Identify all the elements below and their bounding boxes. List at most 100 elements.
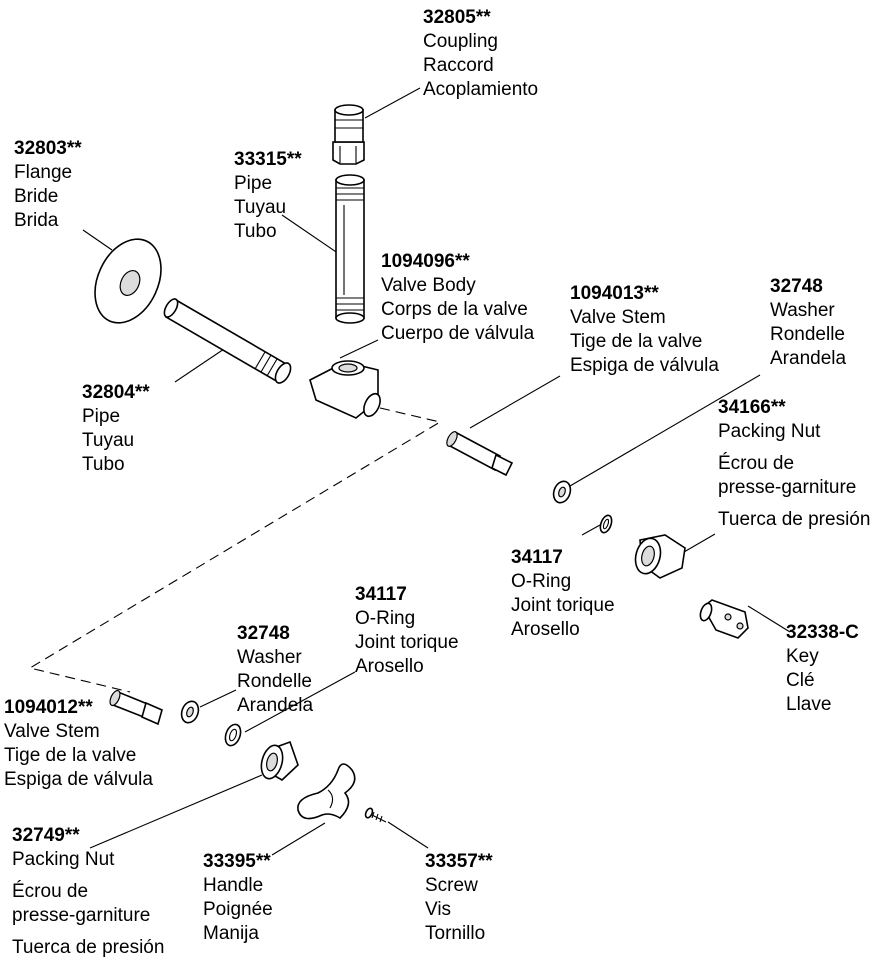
part-name-fr: Joint torique	[355, 632, 459, 653]
label-valve-body: 1094096** Valve Body Corps de la valve C…	[381, 250, 534, 346]
part-number: 34117	[511, 547, 563, 568]
label-oring-right: 34117 O-Ring Joint torique Arosello	[511, 546, 615, 642]
part-name-es: Tubo	[82, 454, 125, 475]
part-name-es: Manija	[203, 923, 259, 944]
part-number: 34117	[355, 584, 407, 605]
part-name-en: Pipe	[82, 406, 121, 427]
part-name-fr: Écrou de	[718, 453, 795, 474]
part-name-fr: Rondelle	[237, 671, 312, 692]
part-name-es: Acoplamiento	[423, 79, 539, 100]
part-name-es: Espiga de válvula	[4, 769, 153, 790]
part-name-fr: Tige de la valve	[4, 745, 137, 766]
part-name-es: Arandela	[237, 695, 314, 716]
part-name-en: Valve Body	[381, 275, 476, 296]
part-name-fr: Tuyau	[82, 430, 135, 451]
label-packing-nut-left: 32749** Packing Nut Écrou de presse-garn…	[12, 824, 164, 960]
label-handle: 33395** Handle Poignée Manija	[203, 850, 273, 946]
part-name-es: Brida	[14, 210, 59, 231]
part-name-en: Packing Nut	[12, 849, 115, 870]
part-name-fr: Bride	[14, 186, 59, 207]
leader-screw	[387, 821, 429, 849]
packing-nut-left-part	[260, 740, 299, 781]
label-packing-nut-right: 34166** Packing Nut Écrou de presse-garn…	[718, 396, 870, 532]
part-name-en: Washer	[770, 300, 835, 321]
label-oring-left: 34117 O-Ring Joint torique Arosello	[355, 583, 459, 679]
part-name-fr-cont: presse-garniture	[12, 905, 151, 926]
part-name-fr: Poignée	[203, 899, 273, 920]
part-number: 32338-C	[786, 622, 859, 643]
part-name-es: Espiga de válvula	[570, 355, 719, 376]
part-name-es: Cuerpo de válvula	[381, 323, 535, 344]
label-valve-stem-right: 1094013** Valve Stem Tige de la valve Es…	[570, 282, 719, 378]
leader-valve-stem-right	[469, 375, 561, 429]
part-name-en: Handle	[203, 875, 264, 896]
part-name-en: Packing Nut	[718, 421, 821, 442]
part-name-es: Tubo	[234, 221, 277, 242]
part-name-en: Washer	[237, 647, 302, 668]
key-part	[699, 599, 749, 639]
part-name-fr: Joint torique	[511, 595, 615, 616]
leader-pipe-vertical	[281, 214, 346, 259]
leader-handle	[271, 822, 326, 856]
part-name-en: O-Ring	[355, 608, 416, 629]
part-name-es: Llave	[786, 694, 832, 715]
part-name-fr: Tuyau	[234, 197, 287, 218]
part-name-es: Tornillo	[425, 923, 486, 944]
part-name-fr: Vis	[425, 899, 452, 920]
part-name-en: Screw	[425, 875, 478, 896]
coupling-part	[332, 104, 365, 165]
leader-washer-left	[199, 689, 237, 708]
label-key: 32338-C Key Clé Llave	[786, 621, 859, 717]
part-number: 32748	[237, 623, 290, 644]
leader-oring-right	[581, 524, 601, 536]
valve-stem-left-part	[109, 689, 163, 726]
part-number: 1094013**	[570, 283, 659, 304]
oring-right-part	[599, 514, 613, 534]
label-screw: 33357** Screw Vis Tornillo	[425, 850, 493, 946]
leader-valve-body	[339, 339, 379, 359]
part-name-es: Arandela	[770, 348, 847, 369]
leader-key	[747, 605, 791, 633]
leader-oring-left	[244, 671, 356, 733]
valve-body-part	[309, 360, 381, 419]
leader-packing-nut-left	[89, 774, 263, 849]
part-name-en: Valve Stem	[570, 307, 666, 328]
part-name-fr: Clé	[786, 670, 815, 691]
part-name-en: Coupling	[423, 31, 498, 52]
part-name-fr-cont: presse-garniture	[718, 477, 857, 498]
valve-stem-right-part	[446, 430, 514, 477]
part-number: 33357**	[425, 851, 493, 872]
part-name-es: Arosello	[511, 619, 580, 640]
label-coupling: 32805** Coupling Raccord Acoplamiento	[423, 6, 538, 102]
part-number: 32803**	[14, 138, 82, 159]
part-name-fr: Raccord	[423, 55, 494, 76]
part-number: 1094096**	[381, 251, 470, 272]
part-number: 32805**	[423, 7, 491, 28]
packing-nut-right-part	[634, 534, 686, 579]
washer-right-part	[552, 480, 572, 504]
part-name-es: Tuerca de presión	[12, 937, 165, 958]
part-name-en: Flange	[14, 162, 73, 183]
leader-packing-nut-right	[683, 533, 716, 553]
label-pipe-vertical: 33315** Pipe Tuyau Tubo	[234, 148, 302, 244]
pipe-horizontal-part	[163, 298, 292, 384]
part-name-es: Arosello	[355, 656, 424, 677]
handle-part	[297, 763, 356, 820]
part-name-en: Pipe	[234, 173, 273, 194]
part-number: 1094012**	[4, 697, 93, 718]
label-flange: 32803** Flange Bride Brida	[14, 137, 82, 233]
part-name-fr: Corps de la valve	[381, 299, 528, 320]
leader-washer-right	[569, 374, 761, 487]
part-number: 33315**	[234, 149, 302, 170]
part-number: 32748	[770, 276, 823, 297]
part-number: 32749**	[12, 825, 80, 846]
part-name-en: Key	[786, 646, 819, 667]
part-name-fr: Rondelle	[770, 324, 845, 345]
part-name-fr: Tige de la valve	[570, 331, 703, 352]
part-name-en: Valve Stem	[4, 721, 100, 742]
part-number: 32804**	[82, 382, 150, 403]
screw-part	[364, 807, 387, 823]
leader-flange	[82, 229, 113, 251]
washer-left-part	[180, 700, 200, 724]
